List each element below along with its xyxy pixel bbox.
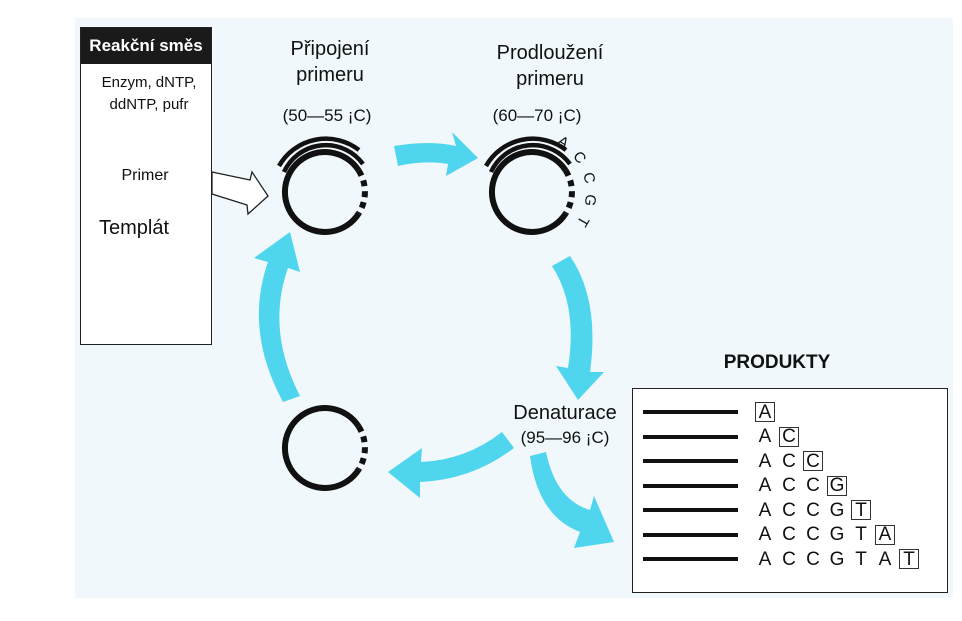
product-base: T [855,548,867,570]
arrow-annealing-to-extension [394,132,478,176]
terminal-base: C [803,451,823,471]
product-strand-line [643,434,738,439]
denaturation-title: Denaturace [513,402,617,424]
product-base: A [758,524,772,545]
extension-base: G [581,193,599,207]
product-strand-line [643,557,738,561]
product-base: G [829,499,845,521]
product-base: C [782,548,796,570]
product-base: A [758,475,772,496]
product-strand-line [643,508,738,512]
product-base: A [758,499,772,521]
terminal-base: A [755,402,775,422]
product-base: C [806,475,820,496]
legend-primer-label: Primer [121,167,169,184]
product-strand-line [643,532,738,537]
product-base: C [806,524,820,545]
annealing-template-circle [277,136,368,235]
denatured-template-circle [281,405,368,491]
product-base: A [758,450,772,472]
product-base: C [782,499,796,521]
arrow-template-to-annealing [254,232,300,402]
terminal-base: A [875,524,895,545]
legend-templat-label: Templát [98,217,170,239]
extension-base: A [554,132,572,152]
product-base: G [829,548,845,570]
extension-base: T [573,213,592,229]
extension-title: Prodloužení primeru [496,42,604,90]
extension-base: C [569,148,589,167]
product-base: A [758,426,772,447]
product-strand-line [643,410,738,414]
legend-components: Enzym, dNTP, ddNTP, pufr [101,74,197,113]
products-title: PRODUKTY [723,352,831,373]
extension-primer-arc [488,142,572,173]
product-strand-line [643,483,738,488]
terminal-base: G [827,475,847,496]
product-strand-line [643,459,738,463]
extension-temp: (60—70 ¡C) [492,106,582,125]
annealing-primer-arc [281,142,365,173]
terminal-base: C [779,426,799,447]
product-base: C [782,450,796,472]
arrow-legend-to-annealing [211,170,269,216]
arrow-extension-to-denaturation [552,256,604,400]
reaction-mix-legend: Reakční směs Enzym, dNTP, ddNTP, pufr Pr… [80,27,212,345]
product-base: C [782,475,796,496]
annealing-title: Připojení primeru [290,38,370,86]
extension-base: C [579,171,598,186]
product-base: C [806,548,820,570]
product-row: A [643,401,779,423]
product-base: A [878,548,892,570]
arrow-denaturation-to-template [388,432,514,498]
product-base: A [758,548,772,570]
extension-template-circle [484,136,575,235]
product-base: C [806,499,820,521]
product-base: T [855,524,867,545]
annealing-temp: (50—55 ¡C) [282,106,372,125]
arrow-to-products [530,452,614,548]
product-base: C [782,524,796,545]
denaturation-temp: (95—96 ¡C) [520,428,610,447]
legend-title: Reakční směs [81,28,211,64]
terminal-base: T [899,549,919,569]
product-base: G [829,524,845,545]
terminal-base: T [851,500,871,520]
